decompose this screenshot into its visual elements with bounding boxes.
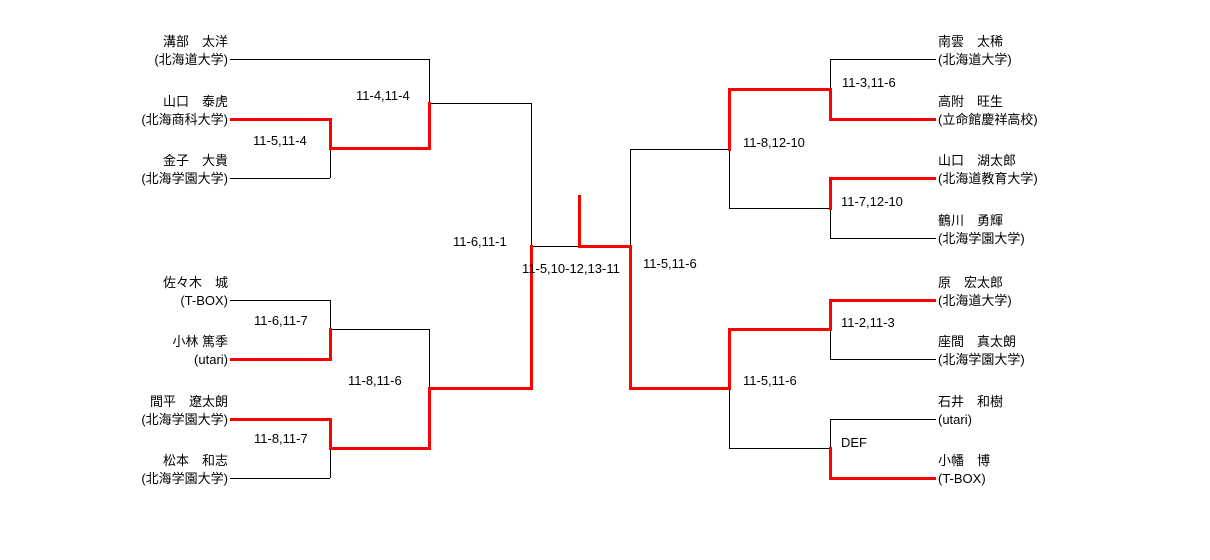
player-entry: 石井 和樹 (utari) [938,393,1003,429]
match-score-left-round1-2: 11-6,11-7 [254,313,308,328]
player-affiliation: (北海道大学) [938,52,1012,67]
player-entry: 座間 真太朗 (北海学園大学) [938,333,1025,369]
player-name: 間平 遼太朗 [149,394,228,409]
player-entry: 佐々木 城 (T-BOX) [163,274,228,310]
player-entry: 溝部 太洋 (北海道大学) [154,33,228,69]
player-name: 小林 篤季 [172,334,228,349]
player-affiliation: (北海学園大学) [938,231,1025,246]
player-name: 原 宏太郎 [938,275,1004,290]
match-score-right-semifinal: 11-5,11-6 [643,256,697,271]
player-name: 小幡 博 [938,453,991,468]
player-entry: 原 宏太郎 (北海道大学) [938,274,1012,310]
player-name: 山口 湖太郎 [938,153,1017,168]
player-entry: 松本 和志 (北海学園大学) [141,452,228,488]
player-affiliation: (北海道大学) [938,293,1012,308]
match-score-right-round1-2: 11-7,12-10 [841,194,903,209]
match-score-left-round1-3: 11-8,11-7 [254,431,308,446]
match-score-left-quarterfinal-1: 11-4,11-4 [356,88,410,103]
player-affiliation: (北海道教育大学) [938,171,1038,186]
winner-path-red [230,88,936,480]
match-score-final: 11-5,10-12,13-11 [522,261,620,276]
player-affiliation: (北海学園大学) [141,171,228,186]
player-name: 佐々木 城 [162,275,228,290]
player-affiliation: (北海学園大学) [141,412,228,427]
player-name: 溝部 太洋 [162,34,228,49]
player-entry: 金子 大貴 (北海学園大学) [141,152,228,188]
match-score-left-round1-1: 11-5,11-4 [253,133,307,148]
player-entry: 南雲 太稀 (北海道大学) [938,33,1012,69]
player-affiliation: (北海学園大学) [141,471,228,486]
player-entry: 小林 篤季 (utari) [172,333,228,369]
player-name: 山口 泰虎 [162,94,228,109]
player-name: 石井 和樹 [938,394,1004,409]
match-score-right-quarterfinal-2: 11-5,11-6 [743,373,797,388]
player-name: 金子 大貴 [162,153,228,168]
winner-path-left [230,102,533,450]
match-score-right-round1-1: 11-3,11-6 [842,75,896,90]
player-name: 松本 和志 [162,453,228,468]
match-score-left-quarterfinal-2: 11-8,11-6 [348,373,402,388]
player-affiliation: (utari) [194,352,228,367]
match-score-right-quarterfinal-1: 11-8,12-10 [743,135,805,150]
player-affiliation: (立命館慶祥高校) [938,112,1038,127]
player-entry: 山口 泰虎 (北海商科大学) [141,93,228,129]
player-entry: 山口 湖太郎 (北海道教育大学) [938,152,1038,188]
player-entry: 鶴川 勇輝 (北海学園大学) [938,212,1025,248]
winner-path-right [578,88,936,480]
player-name: 鶴川 勇輝 [938,213,1004,228]
player-entry: 高附 旺生 (立命館慶祥高校) [938,93,1038,129]
player-affiliation: (北海商科大学) [141,112,228,127]
player-entry: 小幡 博 (T-BOX) [938,452,990,488]
match-score-left-semifinal: 11-6,11-1 [453,234,507,249]
player-affiliation: (北海道大学) [154,52,228,67]
match-score-right-round1-4: DEF [841,435,867,450]
player-name: 高附 旺生 [938,94,1004,109]
player-affiliation: (utari) [938,412,972,427]
player-entry: 間平 遼太朗 (北海学園大学) [141,393,228,429]
player-affiliation: (T-BOX) [938,471,986,486]
player-name: 座間 真太朗 [938,334,1017,349]
player-affiliation: (北海学園大学) [938,352,1025,367]
player-affiliation: (T-BOX) [180,293,228,308]
match-score-right-round1-3: 11-2,11-3 [841,315,895,330]
player-name: 南雲 太稀 [938,34,1004,49]
